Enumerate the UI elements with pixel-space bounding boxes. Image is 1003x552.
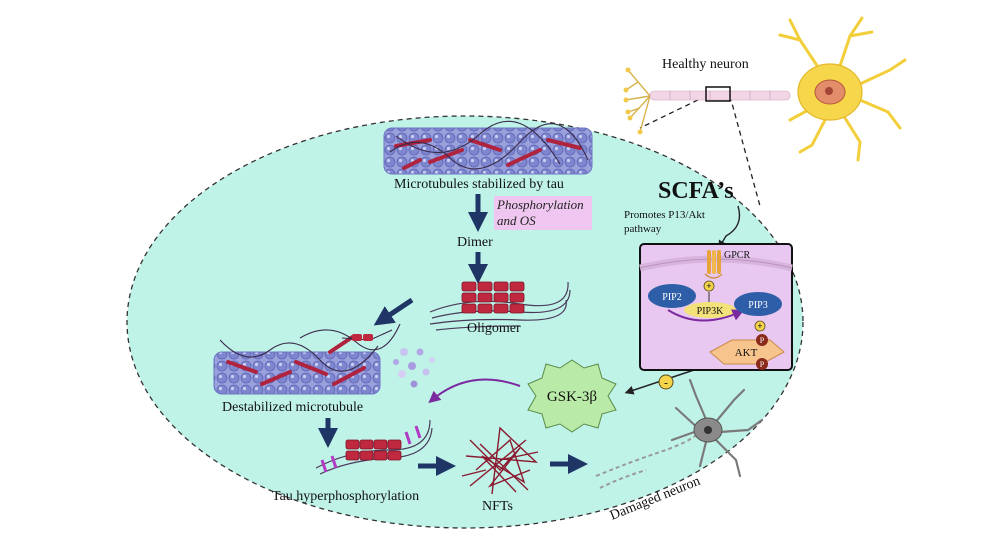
scfa-title: SCFA’s bbox=[658, 178, 734, 204]
scfa-line2: pathway bbox=[624, 223, 662, 235]
tau-hyper-label: Tau hyperphosphorylation bbox=[272, 489, 419, 504]
pip3k-label: PIP3K bbox=[697, 306, 724, 317]
akt-diamond bbox=[709, 339, 785, 365]
plus-badge-pip3-icon bbox=[754, 320, 766, 332]
pip2-to-pip3-arrow bbox=[667, 309, 745, 322]
destabilized-label: Destabilized microtubule bbox=[222, 400, 363, 415]
scfa-line1: Promotes P13/Akt bbox=[624, 209, 705, 221]
phospho-top-icon bbox=[756, 334, 768, 346]
gsk-label: GSK-3β bbox=[547, 389, 597, 405]
gpcr-label: GPCR bbox=[724, 250, 750, 261]
microtubules-label: Microtubules stabilized by tau bbox=[394, 177, 564, 192]
nfts-label: NFTs bbox=[482, 499, 513, 514]
minus-badge-text: - bbox=[664, 377, 668, 389]
pip2-ellipse bbox=[648, 284, 696, 308]
pip3-label: PIP3 bbox=[748, 300, 767, 311]
phospho-top-text: P bbox=[760, 336, 765, 345]
dimer-label: Dimer bbox=[457, 235, 493, 250]
gsk-to-destabilized-arrow bbox=[428, 378, 521, 404]
phosphorylation-highlight bbox=[494, 196, 592, 230]
scfa-pointer-arrow bbox=[718, 205, 741, 249]
arrow-to-destabilized bbox=[373, 297, 414, 326]
gsk-star-shape bbox=[527, 359, 617, 433]
akt-label: AKT bbox=[735, 347, 758, 359]
plus-badge-pip3-text: + bbox=[757, 321, 762, 331]
plus-badge-gpcr-icon bbox=[703, 280, 715, 292]
pip3-ellipse bbox=[734, 292, 782, 316]
minus-badge-icon bbox=[658, 374, 674, 390]
healthy-neuron-label: Healthy neuron bbox=[662, 57, 749, 72]
phospho-bottom-icon bbox=[756, 358, 768, 370]
phosphorylation-label-line1: Phosphorylation bbox=[496, 197, 584, 212]
stable-microtubule bbox=[383, 120, 593, 175]
damaged-neuron-illustration bbox=[595, 378, 764, 489]
gpcr-receptor-icon bbox=[704, 250, 723, 279]
cell-ellipse bbox=[126, 115, 804, 529]
healthy-neuron-illustration bbox=[623, 16, 907, 162]
phospho-bottom-text: P bbox=[760, 360, 765, 369]
destabilized-microtubule bbox=[213, 323, 435, 395]
nfts-illustration bbox=[461, 426, 539, 495]
phosphorylation-label-line2: and OS bbox=[497, 213, 536, 228]
oligomer-label: Oligomer bbox=[467, 321, 521, 336]
tau-hyper-illustration bbox=[315, 419, 433, 475]
pip2-label: PIP2 bbox=[662, 292, 681, 303]
zoom-line-left bbox=[639, 95, 707, 129]
plus-badge-gpcr-text: + bbox=[706, 281, 711, 291]
oligomer-illustration bbox=[429, 281, 571, 331]
pip3k-ellipse bbox=[684, 302, 736, 318]
zoom-line-right bbox=[729, 95, 761, 207]
